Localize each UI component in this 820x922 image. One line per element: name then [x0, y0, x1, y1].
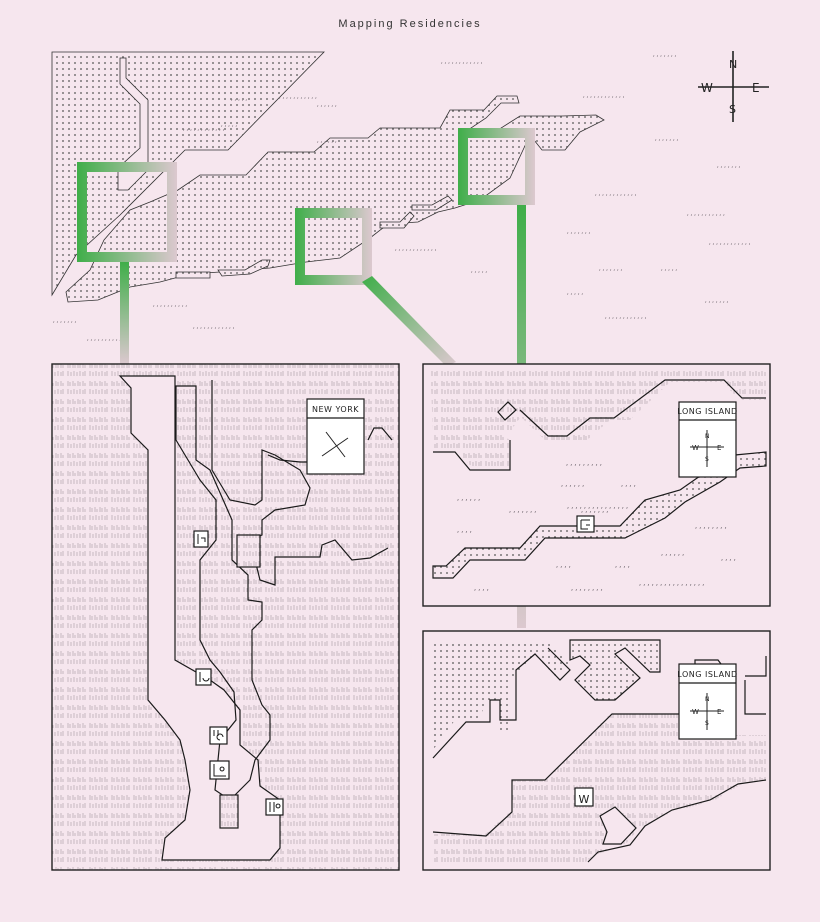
hudson-river: [118, 375, 281, 861]
east-river: [175, 385, 271, 801]
svg-text:‚‚‚‚‚‚‚‚‚‚‚‚: ‚‚‚‚‚‚‚‚‚‚‚‚: [86, 335, 129, 342]
svg-text:‚‚‚‚‚‚: ‚‚‚‚‚‚: [316, 137, 338, 144]
svg-text:‚‚‚‚‚‚‚‚‚: ‚‚‚‚‚‚‚‚‚: [565, 459, 603, 467]
island: [217, 259, 271, 277]
svg-text:‚‚‚‚‚‚: ‚‚‚‚‚‚: [456, 494, 481, 502]
svg-text:N: N: [705, 696, 710, 703]
panel-new-york: NEW YORK: [51, 363, 400, 871]
compass-icon: [698, 51, 769, 122]
svg-text:‚‚‚‚‚‚‚‚‚‚‚‚: ‚‚‚‚‚‚‚‚‚‚‚‚: [440, 58, 483, 65]
svg-text:‚‚‚‚‚‚‚‚‚‚‚‚: ‚‚‚‚‚‚‚‚‚‚‚‚: [394, 245, 437, 252]
residency-marker-icon[interactable]: [576, 515, 595, 533]
panel-long-island-1: ‚‚‚‚‚‚‚‚‚‚‚‚‚‚‚ ‚‚‚‚‚‚‚‚‚‚‚‚‚‚‚‚‚‚‚ ‚‚‚‚…: [422, 363, 771, 607]
svg-text:‚‚‚‚‚‚‚‚‚‚‚: ‚‚‚‚‚‚‚‚‚‚‚: [278, 93, 318, 100]
highlight-box-long-island-east[interactable]: [458, 128, 535, 205]
connector-new-york: [120, 262, 129, 364]
svg-text:‚‚‚‚‚‚‚: ‚‚‚‚‚‚‚: [566, 228, 591, 235]
svg-text:‚‚‚‚‚‚‚: ‚‚‚‚‚‚‚: [704, 297, 729, 304]
svg-text:‚‚‚‚: ‚‚‚‚: [473, 584, 490, 592]
legend-title: LONG ISLAND: [677, 407, 737, 416]
connector-long-island-west: [362, 276, 456, 366]
svg-text:‚‚‚‚‚‚‚: ‚‚‚‚‚‚‚: [508, 506, 538, 514]
legend-long-island-1: LONG ISLAND W E N S: [677, 401, 737, 478]
water-texture: ‚‚‚‚‚‚‚‚‚‚‚ ‚‚‚‚‚ ‚‚‚‚‚‚ ‚‚‚‚‚ ‚‚‚‚‚‚‚‚‚…: [52, 51, 751, 342]
svg-text:‚‚‚‚‚‚‚: ‚‚‚‚‚‚‚: [654, 135, 679, 142]
overview-map: ‚‚‚‚‚‚‚‚‚‚‚ ‚‚‚‚‚ ‚‚‚‚‚‚ ‚‚‚‚‚ ‚‚‚‚‚‚‚‚‚…: [51, 51, 769, 342]
residency-marker-icon[interactable]: [574, 787, 594, 807]
compass-east: E: [752, 81, 760, 95]
svg-text:‚‚‚‚: ‚‚‚‚: [614, 561, 631, 569]
svg-text:‚‚‚‚‚‚‚‚‚‚‚‚: ‚‚‚‚‚‚‚‚‚‚‚‚: [708, 239, 751, 246]
land-north: [569, 639, 661, 701]
svg-text:‚‚‚‚‚‚‚: ‚‚‚‚‚‚‚: [598, 265, 623, 272]
svg-text:‚‚‚‚‚‚‚‚‚‚‚‚: ‚‚‚‚‚‚‚‚‚‚‚‚: [182, 125, 225, 132]
svg-text:‚‚‚‚‚: ‚‚‚‚‚: [470, 267, 488, 274]
svg-text:W: W: [692, 444, 699, 452]
water-texture: ‚‚‚‚‚‚‚‚‚‚‚‚‚‚‚ ‚‚‚‚‚‚‚‚‚‚‚‚‚‚‚‚‚‚‚ ‚‚‚‚…: [456, 459, 737, 592]
legend-long-island-2: LONG ISLAND W E N S: [677, 659, 737, 740]
compass-icon: [690, 693, 724, 730]
svg-text:‚‚‚‚: ‚‚‚‚: [555, 561, 572, 569]
svg-text:‚‚‚‚‚‚‚‚‚‚‚‚: ‚‚‚‚‚‚‚‚‚‚‚‚: [604, 313, 647, 320]
svg-text:‚‚‚‚‚‚‚: ‚‚‚‚‚‚‚: [580, 506, 610, 514]
land-south: [433, 714, 766, 866]
compass-south: S: [729, 103, 736, 116]
svg-text:‚‚‚‚‚‚‚‚‚‚‚: ‚‚‚‚‚‚‚‚‚‚‚: [686, 210, 726, 217]
svg-text:‚‚‚‚: ‚‚‚‚: [620, 480, 637, 488]
land-north: [431, 370, 766, 470]
island: [411, 195, 453, 211]
svg-text:W: W: [579, 793, 590, 806]
residency-marker-icon: [193, 530, 209, 548]
svg-text:‚‚‚‚‚‚‚: ‚‚‚‚‚‚‚: [52, 317, 77, 324]
svg-text:E: E: [717, 708, 721, 716]
svg-text:W: W: [692, 708, 699, 716]
mainland-land: [51, 51, 325, 297]
svg-text:‚‚‚‚: ‚‚‚‚: [456, 526, 473, 534]
svg-text:‚‚‚‚‚‚: ‚‚‚‚‚‚: [316, 101, 338, 108]
residency-marker-icon: [209, 760, 230, 780]
svg-text:‚‚‚‚‚‚‚‚‚‚: ‚‚‚‚‚‚‚‚‚‚: [152, 301, 188, 308]
svg-text:‚‚‚‚‚‚‚‚‚‚‚‚: ‚‚‚‚‚‚‚‚‚‚‚‚: [582, 92, 625, 99]
rotated-compass-icon: [321, 431, 349, 458]
svg-text:‚‚‚‚‚: ‚‚‚‚‚: [220, 121, 238, 128]
svg-text:‚‚‚‚‚‚: ‚‚‚‚‚‚: [560, 480, 585, 488]
land-northwest: [433, 640, 570, 750]
svg-text:‚‚‚‚‚‚‚: ‚‚‚‚‚‚‚: [652, 51, 677, 58]
svg-text:‚‚‚‚‚: ‚‚‚‚‚: [566, 289, 584, 296]
shoreline-ne: [367, 427, 393, 441]
svg-text:‚‚‚‚‚‚‚‚‚‚‚‚: ‚‚‚‚‚‚‚‚‚‚‚‚: [192, 323, 235, 330]
compass-west: W: [701, 81, 713, 95]
svg-text:‚‚‚‚‚‚: ‚‚‚‚‚‚: [660, 549, 685, 557]
legend-title: NEW YORK: [312, 405, 359, 414]
island: [175, 271, 211, 279]
svg-text:S: S: [705, 456, 709, 463]
svg-text:‚‚‚‚‚‚‚‚: ‚‚‚‚‚‚‚‚: [694, 522, 728, 530]
svg-text:‚‚‚‚‚: ‚‚‚‚‚: [230, 95, 248, 102]
highlight-box-new-york[interactable]: [77, 162, 177, 262]
residency-marker-icon: [195, 668, 212, 686]
island-block: [236, 534, 261, 568]
svg-text:‚‚‚‚‚: ‚‚‚‚‚: [660, 265, 678, 272]
svg-text:‚‚‚‚‚‚‚‚‚‚‚‚‚‚‚: ‚‚‚‚‚‚‚‚‚‚‚‚‚‚‚: [566, 502, 629, 510]
svg-text:‚‚‚‚‚‚‚‚: ‚‚‚‚‚‚‚‚: [570, 584, 604, 592]
compass-north: N: [729, 58, 737, 71]
svg-text:‚‚‚‚‚‚‚‚‚‚‚‚‚‚‚‚: ‚‚‚‚‚‚‚‚‚‚‚‚‚‚‚‚: [638, 579, 705, 587]
svg-text:S: S: [705, 720, 709, 727]
highlight-box-long-island-west[interactable]: [295, 208, 372, 285]
island: [379, 211, 415, 229]
compass-icon: [690, 430, 724, 467]
svg-text:‚‚‚‚‚‚‚: ‚‚‚‚‚‚‚: [716, 162, 741, 169]
river: [117, 57, 149, 191]
svg-text:‚‚‚‚: ‚‚‚‚: [720, 554, 737, 562]
svg-text:E: E: [717, 444, 721, 452]
page-title: Mapping Residencies: [338, 18, 482, 30]
panel-long-island-2: LONG ISLAND W E N S W: [422, 630, 771, 871]
svg-text:‚‚‚‚‚‚‚‚‚‚‚‚: ‚‚‚‚‚‚‚‚‚‚‚‚: [594, 190, 637, 197]
svg-text:N: N: [705, 433, 710, 440]
shoreline-east: [211, 380, 389, 586]
legend-new-york: NEW YORK: [306, 398, 365, 475]
island-block: [219, 794, 239, 829]
legend-title: LONG ISLAND: [677, 670, 737, 679]
